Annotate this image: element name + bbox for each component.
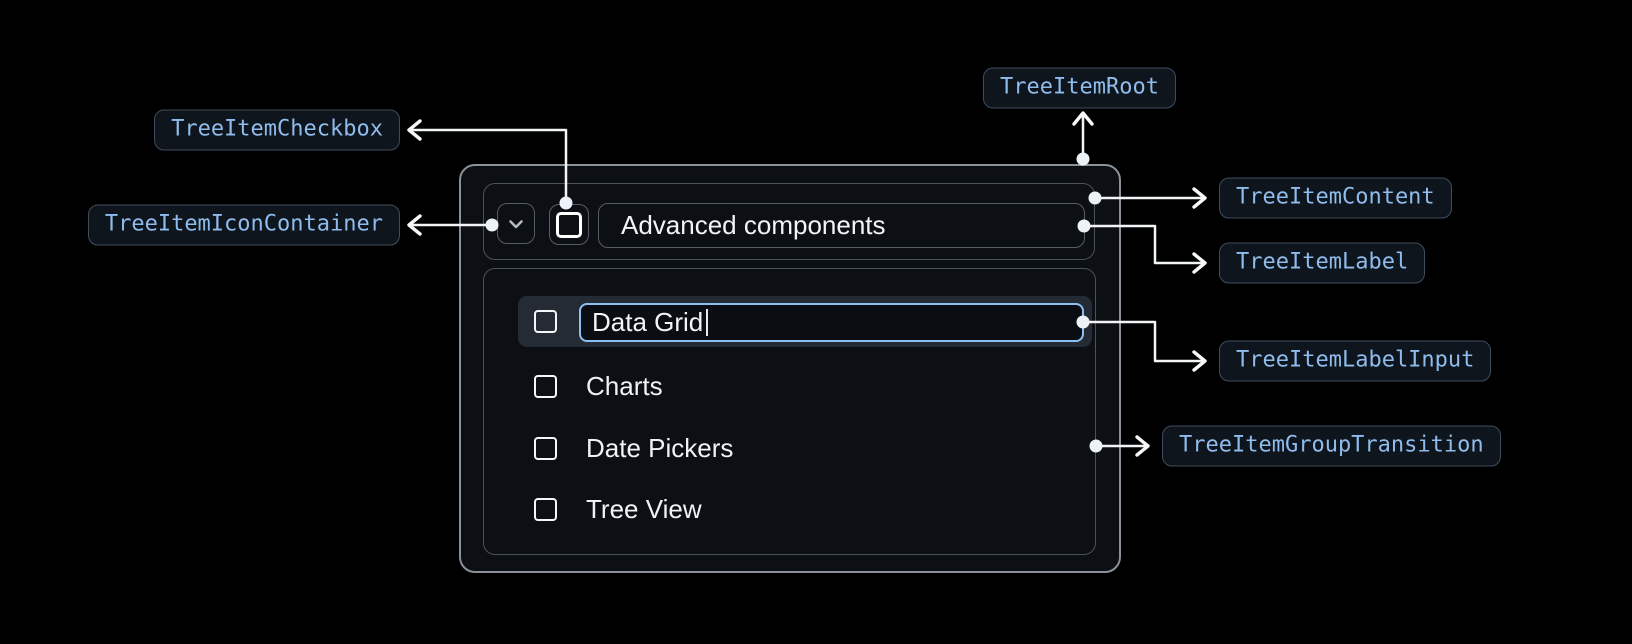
tree-item-content[interactable] — [483, 183, 1095, 260]
tree-item-row-editing[interactable]: Data Grid — [518, 296, 1092, 347]
item-label: Charts — [586, 370, 663, 401]
item-label: Tree View — [586, 493, 702, 524]
checkbox-blank-icon[interactable] — [534, 374, 557, 398]
text-caret — [706, 309, 709, 336]
annotation-tree-item-content: TreeItemContent — [1219, 177, 1452, 219]
annotation-tree-item-root: TreeItemRoot — [983, 67, 1176, 109]
annotation-tree-item-checkbox: TreeItemCheckbox — [154, 109, 400, 151]
checkbox-blank-icon — [556, 211, 582, 238]
tree-item-row-tree-view[interactable]: Tree View — [534, 493, 702, 525]
tree-item-root — [459, 164, 1121, 573]
tree-item-row-charts[interactable]: Charts — [534, 370, 663, 402]
annotation-tree-item-icon-container: TreeItemIconContainer — [87, 204, 400, 246]
checkbox-blank-icon[interactable] — [534, 310, 557, 333]
annotation-tree-item-group-transition: TreeItemGroupTransition — [1162, 425, 1501, 467]
annotation-tree-item-label: TreeItemLabel — [1219, 242, 1426, 284]
connector-tree-item-root — [1072, 111, 1094, 166]
checkbox-blank-icon[interactable] — [534, 497, 557, 521]
tree-item-label-input[interactable]: Data Grid — [579, 303, 1084, 342]
tree-item-checkbox[interactable] — [549, 204, 589, 245]
label-input-value: Data Grid — [592, 307, 704, 337]
tree-item-row-date-pickers[interactable]: Date Pickers — [534, 432, 733, 464]
tree-item-icon-container[interactable] — [497, 203, 535, 244]
tree-item-label: Advanced components — [598, 203, 1085, 248]
parent-item-label: Advanced components — [621, 210, 886, 240]
chevron-down-icon — [509, 219, 523, 228]
checkbox-blank-icon[interactable] — [534, 436, 557, 460]
item-label: Date Pickers — [586, 432, 734, 463]
tree-item-group-transition: Data Grid Charts Date Pickers Tree View — [483, 268, 1096, 555]
annotation-tree-item-label-input: TreeItemLabelInput — [1219, 340, 1492, 382]
